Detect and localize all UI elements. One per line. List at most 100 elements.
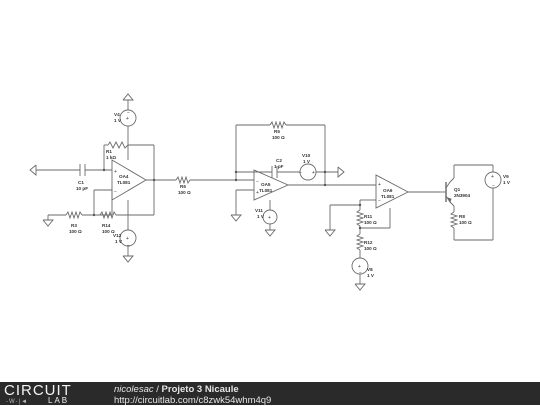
r6-value: 100 Ω bbox=[178, 190, 191, 195]
oa4-model: TL081 bbox=[117, 180, 131, 185]
input-terminal bbox=[29, 164, 37, 176]
q1-name: Q1 bbox=[454, 187, 461, 192]
svg-text:−: − bbox=[127, 243, 130, 249]
voltage-sources bbox=[119, 109, 502, 275]
ground-symbol bbox=[122, 93, 134, 101]
svg-text:+: + bbox=[491, 174, 494, 180]
v9-value: 1 V bbox=[503, 180, 511, 185]
oa6-model: TL081 bbox=[381, 194, 395, 199]
resistor-r1 bbox=[107, 140, 129, 150]
r11-value: 100 Ω bbox=[364, 220, 377, 225]
r3-name: R3 bbox=[71, 223, 77, 228]
r8-name: R8 bbox=[459, 214, 465, 219]
transistor-q1 bbox=[440, 181, 452, 204]
r3-value: 100 Ω bbox=[69, 229, 82, 234]
r12-value: 100 Ω bbox=[364, 246, 377, 251]
opamp-pin-marks: + − − + + − bbox=[114, 169, 381, 204]
svg-text:−: − bbox=[492, 183, 495, 189]
resistor-r8 bbox=[449, 211, 459, 229]
logo-circuit-text: CIRCUIT bbox=[4, 382, 72, 399]
v4-value: 1 V bbox=[114, 118, 122, 123]
schematic-diagram: +− +− −+ + +− +− +− −+ +− V4 1 V R1 1 kΩ… bbox=[29, 93, 511, 291]
ground-symbols bbox=[29, 93, 366, 291]
source-polarity-marks: +− +− −+ + +− +− bbox=[126, 110, 495, 276]
r1-name: R1 bbox=[106, 149, 112, 154]
oa4-name: OA4 bbox=[119, 174, 129, 179]
r1-value: 1 kΩ bbox=[106, 155, 116, 160]
opamp-oa5 bbox=[253, 169, 290, 201]
author-link[interactable]: nicolesac bbox=[114, 384, 154, 395]
v11-value: 1 V bbox=[257, 214, 265, 219]
v4-name: V4 bbox=[114, 112, 120, 117]
logo-resistor-diode-icon: -W-|◄ bbox=[6, 399, 29, 405]
svg-text:−: − bbox=[256, 179, 259, 185]
ground-symbol bbox=[264, 229, 276, 237]
component-labels: V4 1 V R1 1 kΩ OA4 TL081 C1 10 pF R3 100… bbox=[69, 112, 511, 278]
r5-value: 100 Ω bbox=[272, 135, 285, 140]
junctions bbox=[92, 168, 362, 230]
svg-text:−: − bbox=[359, 270, 362, 276]
capacitor-c2 bbox=[271, 166, 278, 178]
svg-text:+: + bbox=[256, 190, 259, 196]
footer-bar: CIRCUIT -W-|◄ LAB nicolesac / Projeto 3 … bbox=[0, 382, 540, 406]
svg-text:+: + bbox=[126, 236, 129, 242]
oa6-name: OA6 bbox=[383, 188, 393, 193]
svg-text:+: + bbox=[358, 264, 361, 270]
r5-name: R5 bbox=[274, 129, 280, 134]
r14-value: 100 Ω bbox=[102, 229, 115, 234]
oa5-model: TL081 bbox=[259, 188, 273, 193]
v10-value: 1 V bbox=[303, 159, 311, 164]
resistor-r3 bbox=[65, 210, 83, 220]
voltage-source-v4 bbox=[119, 109, 137, 127]
ground-symbol bbox=[42, 219, 54, 227]
ground-symbol bbox=[337, 166, 345, 178]
resistor-r6 bbox=[175, 175, 191, 185]
circuit-byline: nicolesac / Projeto 3 Nicaule bbox=[114, 384, 239, 395]
voltage-source-v10 bbox=[299, 163, 317, 181]
byline-separator: / bbox=[153, 384, 162, 395]
schematic-canvas: +− +− −+ + +− +− +− −+ +− V4 1 V R1 1 kΩ… bbox=[29, 93, 511, 291]
oa5-name: OA5 bbox=[261, 182, 271, 187]
resistor-r5 bbox=[269, 120, 287, 130]
v8-value: 1 V bbox=[367, 273, 375, 278]
r11-name: R11 bbox=[364, 214, 373, 219]
circuit-title: Projeto 3 Nicaule bbox=[161, 384, 239, 395]
svg-text:−: − bbox=[127, 110, 130, 116]
c2-name: C2 bbox=[276, 158, 282, 163]
circuit-url-link[interactable]: http://circuitlab.com/c8zwk54whm4q9 bbox=[114, 395, 272, 406]
resistor-symbols bbox=[65, 120, 459, 251]
capacitor-c1 bbox=[79, 164, 86, 176]
v9-name: V9 bbox=[503, 174, 509, 179]
opamp-oa6 bbox=[375, 174, 409, 209]
v12-value: 1 V bbox=[115, 239, 123, 244]
c1-name: C1 bbox=[78, 180, 84, 185]
r12-name: R12 bbox=[364, 240, 373, 245]
svg-text:+: + bbox=[114, 169, 117, 175]
logo-lab-text: LAB bbox=[48, 396, 70, 405]
wires bbox=[36, 100, 494, 284]
r8-value: 100 Ω bbox=[459, 220, 472, 225]
svg-text:−: − bbox=[114, 189, 117, 195]
v12-name: V12 bbox=[113, 233, 122, 238]
ground-symbol bbox=[122, 255, 134, 263]
resistor-r14 bbox=[99, 210, 117, 220]
svg-text:+: + bbox=[378, 182, 381, 188]
voltage-source-v11 bbox=[262, 209, 278, 225]
svg-text:+: + bbox=[268, 215, 271, 221]
circuitlab-logo[interactable]: CIRCUIT -W-|◄ LAB bbox=[4, 383, 96, 405]
r14-name: R14 bbox=[102, 223, 111, 228]
svg-text:+: + bbox=[126, 116, 129, 122]
svg-text:+: + bbox=[312, 170, 315, 176]
c1-value: 10 pF bbox=[76, 186, 88, 191]
resistor-r11 bbox=[355, 209, 365, 227]
voltage-source-v8 bbox=[351, 257, 369, 275]
q1-model: 2N3904 bbox=[454, 193, 471, 198]
v11-name: V11 bbox=[255, 208, 263, 213]
opamp-symbols bbox=[111, 159, 409, 209]
voltage-source-v12 bbox=[119, 229, 137, 247]
capacitor-symbols bbox=[79, 164, 278, 178]
c2-value: 1 pF bbox=[274, 164, 284, 169]
svg-text:−: − bbox=[378, 198, 381, 204]
v8-name: V8 bbox=[367, 267, 373, 272]
r6-name: R6 bbox=[180, 184, 186, 189]
